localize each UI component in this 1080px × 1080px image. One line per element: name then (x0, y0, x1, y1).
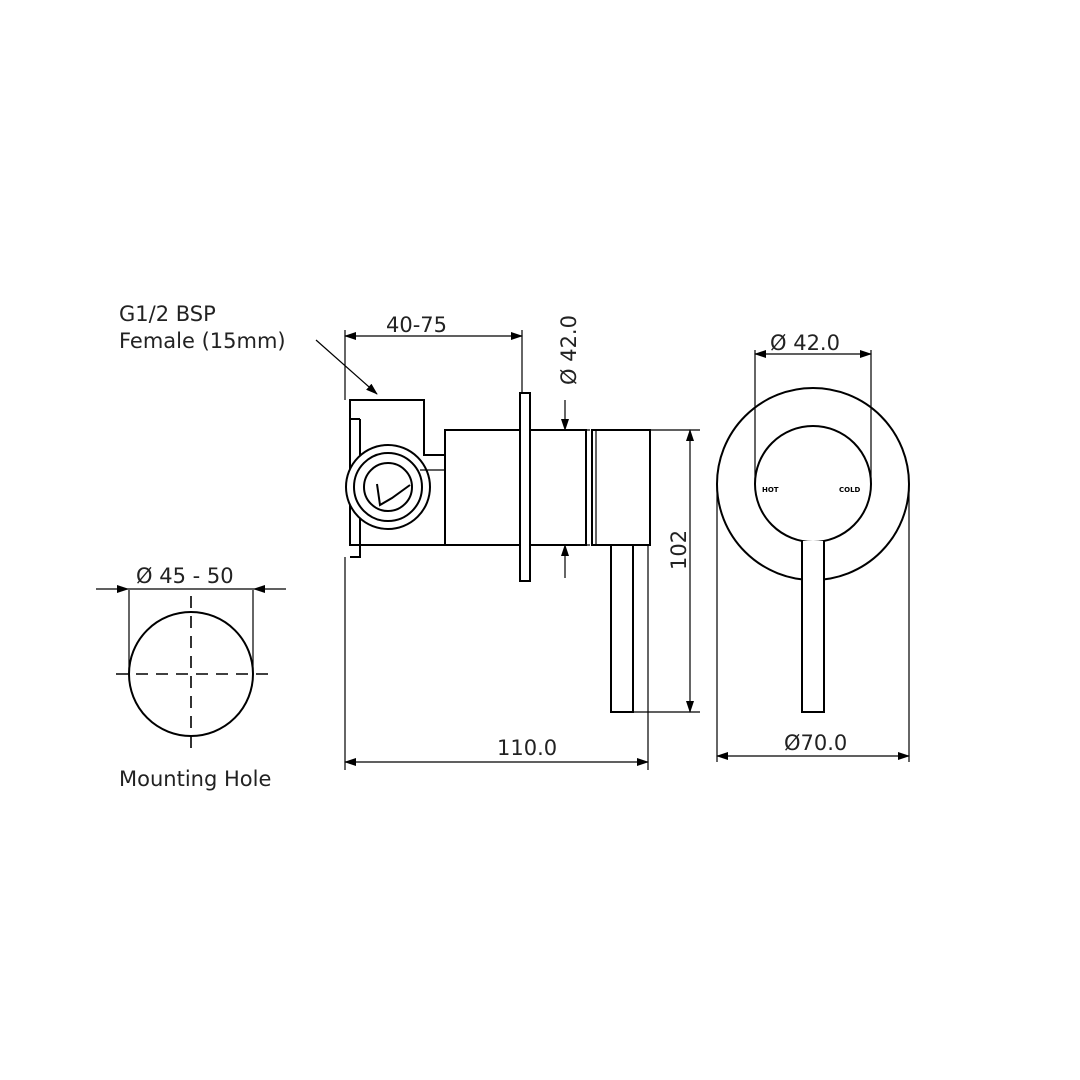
height-label: 102 (667, 530, 691, 570)
inlet-outer-circle (345, 444, 431, 530)
wall-depth-label: 40-75 (386, 313, 447, 337)
length-label: 110.0 (497, 736, 557, 760)
wall-plate-side (519, 392, 531, 582)
inlet-label-line2: Female (15mm) (119, 329, 286, 353)
cold-label: COLD (839, 486, 861, 494)
mounting-hole-caption: Mounting Hole (119, 767, 271, 791)
hot-label: HOT (762, 486, 779, 494)
handle-cap (591, 429, 651, 546)
front-view: HOT COLD Ø 42.0 Ø70.0 (716, 331, 910, 762)
mounting-diameter-label: Ø 45 - 50 (136, 564, 234, 588)
side-diameter-label: Ø 42.0 (557, 315, 581, 385)
cartridge-sleeve (444, 429, 521, 546)
lever-side (610, 544, 634, 713)
inlet-leader-line (315, 339, 378, 395)
handle-front (754, 425, 872, 543)
lever-front (801, 541, 825, 713)
inlet-mid-circle (353, 452, 423, 522)
mounting-hole-view: Ø 45 - 50 Mounting Hole (96, 564, 286, 791)
front-plate-diameter-label: Ø70.0 (784, 731, 847, 755)
inlet-label-line1: G1/2 BSP (119, 302, 216, 326)
front-handle-diameter-label: Ø 42.0 (770, 331, 840, 355)
side-view: G1/2 BSP Female (15mm) 40-75 Ø 42. (119, 302, 700, 770)
inlet-inner-circle (363, 462, 413, 512)
handle-housing (529, 429, 587, 546)
